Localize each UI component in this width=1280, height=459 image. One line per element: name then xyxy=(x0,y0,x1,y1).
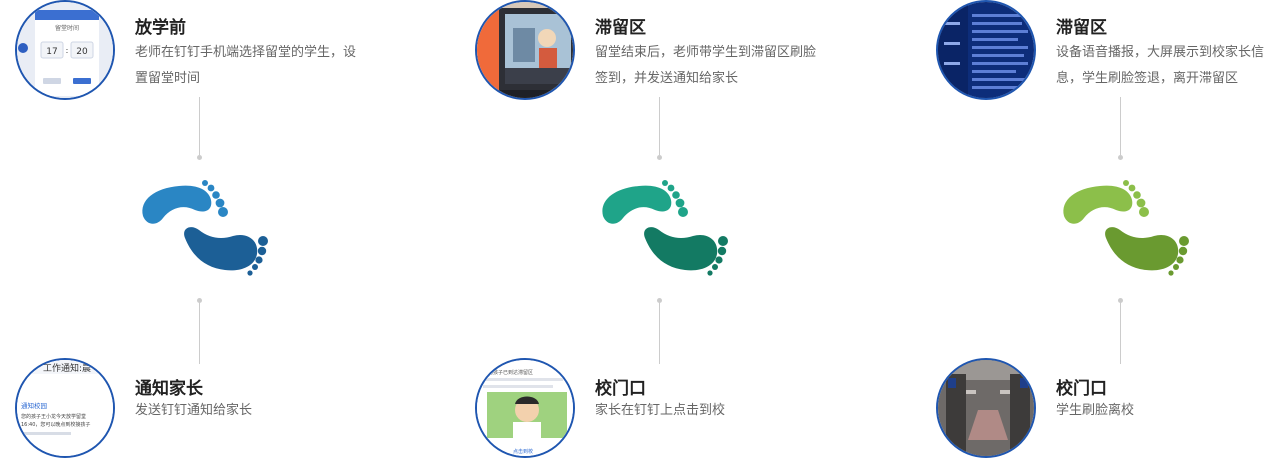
step-description: 老师在钉钉手机端选择留堂的学生，设置留堂时间 xyxy=(135,45,357,86)
face-gate-thumbnail xyxy=(936,358,1036,458)
right-footprint-icon xyxy=(1105,227,1189,276)
connector-dot xyxy=(1118,298,1123,303)
notification-line-2: 您的孩子王小龙今天放学留堂 xyxy=(21,413,86,420)
checkin-device-illustration xyxy=(477,2,573,98)
footprints-icon xyxy=(602,180,728,276)
footprints-icon xyxy=(1063,180,1189,276)
step-title: 通知家长 xyxy=(135,379,203,399)
footprints-icon xyxy=(142,180,268,276)
step-description: 学生刷脸离校 xyxy=(1056,403,1135,418)
big-screen-thumbnail xyxy=(936,0,1036,100)
parent-app-illustration: 您的孩子已到达滞留区 点击到校 xyxy=(477,360,573,456)
timepicker-hour: 17 xyxy=(46,47,57,57)
phone-timepicker-thumbnail: 留堂时间 17 20 : xyxy=(15,0,115,100)
step-column-1: 留堂时间 17 20 : 放学前 老师在钉钉手机端选择留堂的学生，设置留堂时间 xyxy=(15,0,415,459)
connector-line xyxy=(1120,302,1121,364)
step-title: 滞留区 xyxy=(595,18,646,38)
parent-app-thumbnail: 您的孩子已到达滞留区 点击到校 xyxy=(475,358,575,458)
notification-illustration: 工作通知:晨 通知校园 您的孩子王小龙今天放学留堂 16:40，您可以晚点到校接… xyxy=(17,360,113,456)
step-column-2: 滞留区 留堂结束后，老师带学生到滞留区刷脸签到，并发送通知给家长 xyxy=(475,0,875,459)
notification-thumbnail: 工作通知:晨 通知校园 您的孩子王小龙今天放学留堂 16:40，您可以晚点到校接… xyxy=(15,358,115,458)
right-footprint-icon xyxy=(644,227,728,276)
notification-header: 工作通知:晨 xyxy=(43,362,91,374)
step-description: 家长在钉钉上点击到校 xyxy=(595,403,726,418)
connector-line xyxy=(199,97,200,155)
parent-app-line-1: 您的孩子已到达滞留区 xyxy=(483,369,533,376)
timepicker-illustration: 留堂时间 17 20 : xyxy=(17,2,113,98)
checkin-device-thumbnail xyxy=(475,0,575,100)
connector-dot xyxy=(197,155,202,160)
notification-line-3: 16:40，您可以晚点到校接孩子 xyxy=(21,421,90,428)
step-title: 校门口 xyxy=(1056,379,1107,399)
face-gate-illustration xyxy=(938,360,1034,456)
step-description: 发送钉钉通知给家长 xyxy=(135,403,253,418)
left-footprint-icon xyxy=(1063,180,1149,224)
left-footprint-icon xyxy=(602,180,688,224)
timepicker-minute: 20 xyxy=(76,47,88,57)
big-screen-illustration xyxy=(938,2,1034,98)
connector-line xyxy=(1120,97,1121,155)
step-title: 校门口 xyxy=(595,379,646,399)
step-description: 设备语音播报，大屏展示到校家长信息，学生刷脸签退，离开滞留区 xyxy=(1056,45,1265,86)
left-footprint-icon xyxy=(142,180,228,224)
step-title: 放学前 xyxy=(135,18,186,38)
connector-dot xyxy=(657,298,662,303)
connector-line xyxy=(659,97,660,155)
step-description: 留堂结束后，老师带学生到滞留区刷脸签到，并发送通知给家长 xyxy=(595,45,817,86)
arrive-link: 点击到校 xyxy=(513,448,533,455)
timepicker-header: 留堂时间 xyxy=(55,24,79,32)
step-column-3: 滞留区 设备语音播报，大屏展示到校家长信息，学生刷脸签退，离开滞留区 xyxy=(936,0,1280,459)
connector-dot xyxy=(657,155,662,160)
connector-line xyxy=(659,302,660,364)
notification-line-1: 通知校园 xyxy=(21,401,47,410)
connector-line xyxy=(199,302,200,364)
step-title: 滞留区 xyxy=(1056,18,1107,38)
connector-dot xyxy=(1118,155,1123,160)
connector-dot xyxy=(197,298,202,303)
right-footprint-icon xyxy=(184,227,268,276)
svg-text::: : xyxy=(66,46,69,55)
